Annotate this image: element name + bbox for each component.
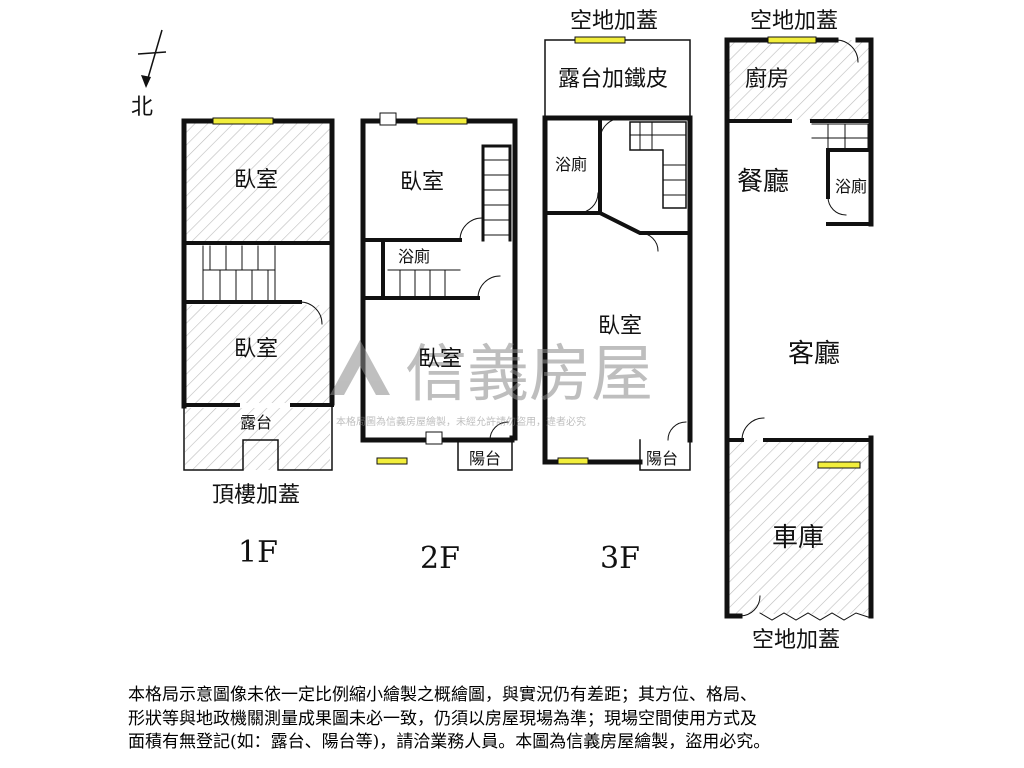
floor-1f-name: 1F: [238, 535, 278, 570]
watermark: 信義房屋 本格局圖為信義房屋繪製，未經允許請勿盜用，違者必究: [330, 337, 653, 428]
floor-3f-walls: [542, 39, 693, 471]
floor-3f-top-label: 空地加蓋: [570, 9, 658, 34]
hatched-areas: [185, 40, 870, 614]
floor-ground-bottom-label: 空地加蓋: [752, 628, 840, 653]
floor-2f-room-bedroom-bottom: 臥室: [418, 347, 462, 372]
watermark-logo: [330, 340, 390, 395]
floor-3f-name: 3F: [600, 541, 640, 576]
floor-2f-vent-bottom: [425, 431, 443, 445]
floor-2f-vent: [379, 112, 397, 126]
floor-2f-room-balcony: 陽台: [469, 449, 501, 468]
floor-1f-room-terrace: 露台: [240, 413, 272, 432]
floor-3f-window-top: [574, 36, 626, 44]
floor-2f-name: 2F: [420, 541, 460, 576]
floor-3f-room-terrace: 露台加鐵皮: [558, 67, 668, 92]
floor-3f-room-bathroom: 浴廁: [555, 155, 587, 174]
floor-2f-window-bottom: [376, 457, 408, 465]
north-arrow: [137, 29, 167, 88]
watermark-brand: 信義房屋: [405, 337, 653, 410]
floor-ground-room-living: 客廳: [788, 339, 840, 369]
disclaimer: 本格局示意圖像未依一定比例縮小繪製之概繪圖，與實況仍有差距；其方位、格局、 形狀…: [128, 684, 908, 755]
floor-2f-room-bathroom: 浴廁: [398, 247, 430, 266]
watermark-notice: 本格局圖為信義房屋繪製，未經允許請勿盜用，違者必究: [336, 415, 586, 428]
floor-ground-window-garage: [817, 461, 861, 469]
floor-3f-room-bedroom: 臥室: [598, 314, 642, 339]
floor-ground-room-kitchen: 廚房: [745, 67, 789, 92]
floor-ground-window-top: [767, 36, 817, 44]
floor-2f-window-top: [416, 117, 468, 125]
floor-1f-room-bedroom-bottom: 臥室: [234, 337, 278, 362]
floor-3f-window-bottom: [557, 457, 589, 465]
compass-label: 北: [131, 95, 153, 120]
floor-2f-room-bedroom-top: 臥室: [400, 170, 444, 195]
floor-1f-room-bedroom-top: 臥室: [234, 168, 278, 193]
floor-3f-room-balcony: 陽台: [646, 449, 678, 468]
floor-ground-top-label: 空地加蓋: [750, 9, 838, 34]
floor-1f-bottom-label: 頂樓加蓋: [212, 483, 300, 508]
floor-1f-window: [212, 117, 274, 125]
floor-plan: 信義房屋 本格局圖為信義房屋繪製，未經允許請勿盜用，違者必究 北 臥室 臥室 露…: [131, 9, 874, 653]
floor-ground-room-garage: 車庫: [772, 523, 824, 553]
disclaimer-line: 形狀等與地政機關測量成果圖未必一致，仍須以房屋現場為準；現場空間使用方式及: [128, 708, 757, 729]
floor-ground-room-dining: 餐廳: [737, 167, 789, 197]
floor-ground-room-bathroom: 浴廁: [835, 177, 867, 196]
disclaimer-line: 本格局示意圖像未依一定比例縮小繪製之概繪圖，與實況仍有差距；其方位、格局、: [128, 685, 757, 705]
disclaimer-line: 面積有無登記(如：露台、陽台等)，請洽業務人員。本圖為信義房屋繪製，盜用必究。: [128, 732, 771, 752]
